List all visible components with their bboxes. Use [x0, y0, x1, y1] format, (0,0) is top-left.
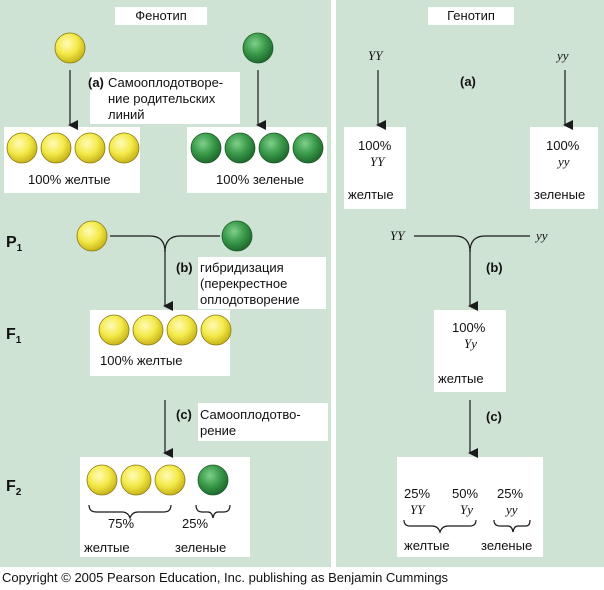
parent-yellow-result: 100% желтые: [28, 172, 111, 187]
gen-label-p1: P1: [6, 234, 23, 255]
genotype-f1-percent: 100%: [452, 320, 486, 335]
step-c-label: (c): [176, 407, 192, 422]
brace-gen-yellow: [403, 519, 477, 534]
copyright-notice: Copyright © 2005 Pearson Education, Inc.…: [2, 570, 449, 585]
genotype-f2-value-3: yy: [506, 502, 518, 517]
genotype-right-percent: 100%: [546, 138, 580, 153]
genotype-step-b-label: (b): [486, 260, 503, 275]
step-a-text-line-3: линий: [108, 107, 145, 122]
genotype-left-value: YY: [370, 154, 385, 169]
genotype-f2-value-1: YY: [410, 502, 425, 517]
genotype-f1-value: Yy: [464, 336, 477, 351]
step-b-text-line-1: гибридизация: [200, 260, 284, 275]
parent-green-pea: [242, 32, 274, 64]
green-pea: [190, 132, 222, 164]
genotype-f2-yellow-label: желтые: [404, 538, 450, 553]
genotype-step-a-label: (a): [460, 74, 476, 89]
f2-green-pea: [197, 464, 229, 496]
brace-gen-green: [493, 519, 531, 533]
f1-yellow-pea: [200, 314, 232, 346]
gen-label-f2: F2: [6, 478, 22, 499]
step-b-label: (b): [176, 260, 193, 275]
phenotype-header: Фенотип: [115, 7, 207, 25]
f1-yellow-pea: [166, 314, 198, 346]
genotype-f1-box: [434, 310, 506, 392]
genotype-right-box: [530, 127, 598, 209]
green-pea: [224, 132, 256, 164]
brace-green: [195, 504, 231, 519]
step-a-text-line-1: Самооплодотворе-: [108, 75, 224, 90]
genotype-parent-left: YY: [368, 48, 383, 63]
genotype-f2-green-label: зеленые: [481, 538, 533, 553]
step-a-text-box: [90, 72, 240, 124]
genotype-left-percent: 100%: [358, 138, 392, 153]
genotype-f2-percent-3: 25%: [497, 486, 524, 501]
step-b-text-line-2: (перекрестное: [200, 276, 288, 291]
genotype-f1-label: желтые: [438, 371, 484, 386]
step-b-text-line-3: оплодотворение: [200, 292, 300, 307]
step-b-text-box: [198, 257, 326, 309]
f2-green-percent: 25%: [182, 516, 209, 531]
step-c-text-line-2: рение: [200, 423, 237, 438]
genotype-right-label: зеленые: [534, 187, 586, 202]
step-c-text-line-1: Самооплодотво-: [200, 407, 301, 422]
genotype-f2-value-2: Yy: [460, 502, 473, 517]
genotype-parent-right: yy: [557, 48, 569, 63]
f2-yellow-label: желтые: [84, 540, 130, 555]
genotype-right-value: yy: [558, 154, 570, 169]
yellow-pea: [40, 132, 72, 164]
genotype-left-box: [344, 127, 406, 209]
genotype-step-c-label: (c): [486, 409, 502, 424]
f2-yellow-percent: 75%: [108, 516, 135, 531]
parent-green-result: 100% зеленые: [216, 172, 305, 187]
step-c-text-box: [198, 403, 328, 441]
f2-yellow-pea: [86, 464, 118, 496]
yellow-pea: [74, 132, 106, 164]
gen-label-f1: F1: [6, 326, 22, 347]
green-pea: [258, 132, 290, 164]
p1-green-pea: [221, 220, 253, 252]
f2-yellow-pea: [120, 464, 152, 496]
genotype-cross-right: yy: [536, 228, 548, 243]
f1-yellow-pea: [132, 314, 164, 346]
f2-green-label: зеленые: [175, 540, 227, 555]
step-a-label: (a): [88, 75, 104, 90]
genotype-f2-box: [397, 457, 543, 557]
genotype-f2-percent-2: 50%: [452, 486, 479, 501]
genotype-f2-percent-1: 25%: [404, 486, 431, 501]
f2-yellow-pea: [154, 464, 186, 496]
step-a-text-line-2: ние родительских: [108, 91, 216, 106]
parent-yellow-pea: [54, 32, 86, 64]
green-pea: [292, 132, 324, 164]
genotype-header: Генотип: [428, 7, 514, 25]
p1-yellow-pea: [76, 220, 108, 252]
f1-result: 100% желтые: [100, 353, 183, 368]
brace-yellow: [88, 504, 172, 520]
yellow-pea: [108, 132, 140, 164]
yellow-pea: [6, 132, 38, 164]
genotype-cross-left: YY: [390, 228, 405, 243]
genotype-left-label: желтые: [348, 187, 394, 202]
f1-yellow-pea: [98, 314, 130, 346]
